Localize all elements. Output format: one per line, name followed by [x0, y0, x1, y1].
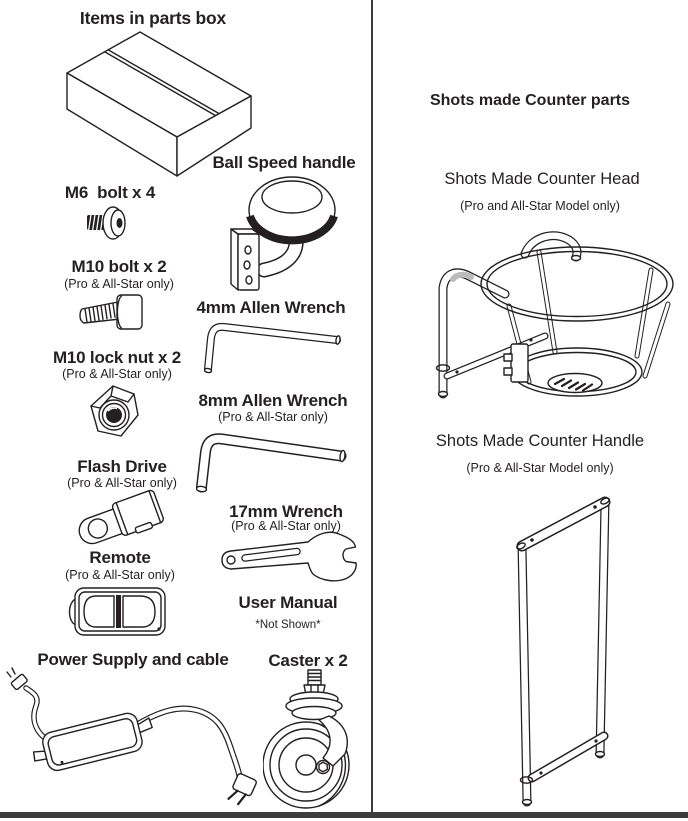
wrench-17mm-note: (Pro & All-Star only) — [231, 519, 341, 533]
remote-label: Remote — [89, 548, 151, 567]
ball-speed-handle-illustration — [230, 176, 338, 291]
allen-wrench-8mm-note: (Pro & All-Star only) — [218, 410, 328, 424]
counter-head-note: (Pro and All-Star Model only) — [460, 199, 620, 213]
column-divider — [371, 0, 373, 814]
m10-lock-nut-label: M10 lock nut x 2 — [52, 348, 182, 367]
remote-illustration — [68, 587, 166, 636]
parts-box-title: Items in parts box — [79, 8, 227, 28]
power-supply-label: Power Supply and cable — [37, 650, 229, 669]
allen-wrench-4mm-label: 4mm Allen Wrench — [196, 298, 346, 317]
user-manual-note: *Not Shown* — [255, 619, 321, 631]
allen-wrench-8mm-label: 8mm Allen Wrench — [198, 391, 348, 410]
user-manual-label: User Manual — [238, 593, 338, 612]
m10-bolt-note: (Pro & All-Star only) — [64, 277, 174, 291]
m10-bolt-illustration — [79, 294, 143, 330]
allen-wrench-8mm-illustration — [196, 433, 347, 493]
power-supply-illustration — [6, 667, 257, 806]
counter-head-label: Shots Made Counter Head — [444, 170, 640, 188]
caster-illustration — [263, 669, 350, 809]
m10-bolt-label: M10 bolt x 2 — [71, 257, 167, 276]
flash-drive-illustration — [78, 489, 164, 545]
page-footer-bar — [0, 812, 688, 818]
m10-lock-nut-illustration — [90, 385, 139, 437]
caster-label: Caster x 2 — [268, 651, 348, 670]
counter-parts-title: Shots made Counter parts — [429, 92, 631, 109]
parts-box-illustration — [66, 31, 252, 177]
flash-drive-note: (Pro & All-Star only) — [67, 476, 177, 490]
flash-drive-label: Flash Drive — [77, 457, 167, 476]
m6-bolt-illustration — [87, 206, 126, 240]
m10-lock-nut-note: (Pro & All-Star only) — [62, 367, 172, 381]
wrench-17mm-label: 17mm Wrench — [229, 502, 343, 521]
allen-wrench-4mm-illustration — [204, 322, 341, 374]
counter-handle-label: Shots Made Counter Handle — [435, 432, 645, 450]
ball-speed-handle-label: Ball Speed handle — [212, 153, 356, 172]
remote-note: (Pro & All-Star only) — [65, 568, 175, 582]
counter-handle-note: (Pro & All-Star Model only) — [466, 461, 614, 475]
m6-bolt-label: M6 bolt x 4 — [64, 183, 156, 202]
wrench-17mm-illustration — [221, 531, 357, 582]
counter-handle-illustration — [516, 496, 611, 807]
counter-head-illustration — [435, 231, 674, 399]
